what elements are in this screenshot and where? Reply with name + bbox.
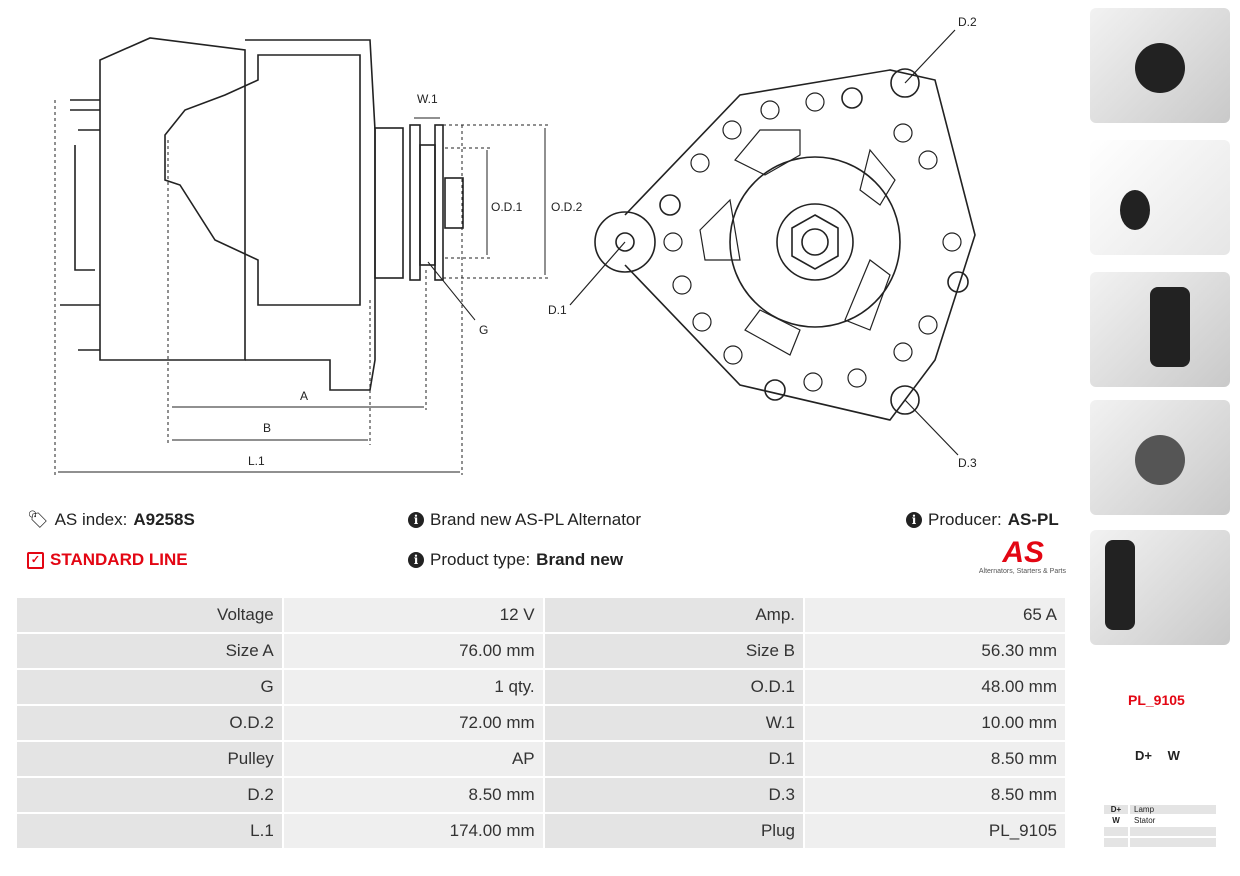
spec-label: Plug xyxy=(544,814,803,848)
label-od1: O.D.1 xyxy=(491,200,523,214)
plug-row: D+Lamp xyxy=(1104,805,1216,814)
info-icon: i xyxy=(906,512,922,528)
product-photo-front[interactable] xyxy=(1090,8,1230,123)
product-photo-rear[interactable] xyxy=(1090,400,1230,515)
info-icon: i xyxy=(408,552,424,568)
product-photo-pulley-side[interactable] xyxy=(1090,530,1230,645)
as-index-label: AS index: xyxy=(54,510,128,529)
spec-value: 76.00 mm xyxy=(283,634,543,668)
label-l1: L.1 xyxy=(248,454,265,468)
product-photo-side[interactable] xyxy=(1090,272,1230,387)
info-icon: i xyxy=(408,512,424,528)
plug-function: Lamp xyxy=(1130,805,1216,814)
tags-icon: 🏷 xyxy=(27,510,49,529)
spec-value: 8.50 mm xyxy=(283,778,543,812)
as-index-value: A9258S xyxy=(133,510,195,529)
spec-value: 174.00 mm xyxy=(283,814,543,848)
spec-value: AP xyxy=(283,742,543,776)
spec-value: PL_9105 xyxy=(805,814,1065,848)
technical-drawing xyxy=(54,29,976,475)
spec-label: Amp. xyxy=(544,598,803,632)
spec-value: 10.00 mm xyxy=(805,706,1065,740)
spec-value: 8.50 mm xyxy=(805,778,1065,812)
spec-value: 12 V xyxy=(283,598,543,632)
spec-label: W.1 xyxy=(544,706,803,740)
spec-value: 1 qty. xyxy=(283,670,543,704)
producer-label: Producer: xyxy=(928,510,1002,529)
plug-function xyxy=(1130,827,1216,836)
checkbox-icon: ✓ xyxy=(27,551,44,569)
plug-row xyxy=(1104,827,1216,836)
as-pl-logo: AS Alternators, Starters & Parts xyxy=(966,538,1066,575)
producer-value: AS-PL xyxy=(1007,510,1059,529)
label-w1: W.1 xyxy=(417,92,438,106)
plug-pin: D+ xyxy=(1104,805,1128,814)
spec-value: 56.30 mm xyxy=(805,634,1065,668)
plug-pin xyxy=(1104,838,1128,847)
as-index: 🏷 AS index: A9258S xyxy=(27,510,195,530)
logo-text: AS xyxy=(1002,538,1066,568)
spec-label: O.D.2 xyxy=(17,706,282,740)
plug-pins: D+ W xyxy=(1135,748,1180,763)
spec-value: 65 A xyxy=(805,598,1065,632)
spec-value: 48.00 mm xyxy=(805,670,1065,704)
label-g: G xyxy=(479,323,489,337)
description-text: Brand new AS-PL Alternator xyxy=(430,510,642,529)
front-view xyxy=(569,29,976,456)
spec-label: O.D.1 xyxy=(544,670,803,704)
plug-row xyxy=(1104,838,1216,847)
spec-label: Pulley xyxy=(17,742,282,776)
label-od2: O.D.2 xyxy=(551,200,583,214)
label-d3: D.3 xyxy=(958,456,977,470)
spec-label: G xyxy=(17,670,282,704)
pin-d-plus: D+ xyxy=(1135,748,1152,763)
spec-label: Size A xyxy=(17,634,282,668)
description: i Brand new AS-PL Alternator xyxy=(408,510,641,530)
spec-value: 72.00 mm xyxy=(283,706,543,740)
spec-label: Voltage xyxy=(17,598,282,632)
producer: i Producer: AS-PL xyxy=(906,510,1059,530)
spec-value: 8.50 mm xyxy=(805,742,1065,776)
spec-label: D.3 xyxy=(544,778,803,812)
label-d2: D.2 xyxy=(958,15,977,29)
plug-function xyxy=(1130,838,1216,847)
pin-w: W xyxy=(1167,748,1180,763)
label-a: A xyxy=(300,389,309,403)
side-view xyxy=(54,37,548,475)
label-d1: D.1 xyxy=(548,303,567,317)
spec-label: D.2 xyxy=(17,778,282,812)
plug-function: Stator xyxy=(1130,816,1216,825)
spec-label: L.1 xyxy=(17,814,282,848)
spec-label: Size B xyxy=(544,634,803,668)
logo-tagline: Alternators, Starters & Parts xyxy=(978,568,1066,575)
product-line: ✓ STANDARD LINE xyxy=(27,550,188,570)
spec-label: D.1 xyxy=(544,742,803,776)
label-b: B xyxy=(263,421,272,435)
plug-pin xyxy=(1104,827,1128,836)
plug-name: PL_9105 xyxy=(1128,692,1185,708)
plug-pin: W xyxy=(1104,816,1128,825)
product-type-label: Product type: xyxy=(430,550,531,569)
product-photo-box[interactable] xyxy=(1090,140,1230,255)
line-label: STANDARD LINE xyxy=(50,550,188,569)
product-type-value: Brand new xyxy=(536,550,624,569)
product-type: i Product type: Brand new xyxy=(408,550,623,570)
